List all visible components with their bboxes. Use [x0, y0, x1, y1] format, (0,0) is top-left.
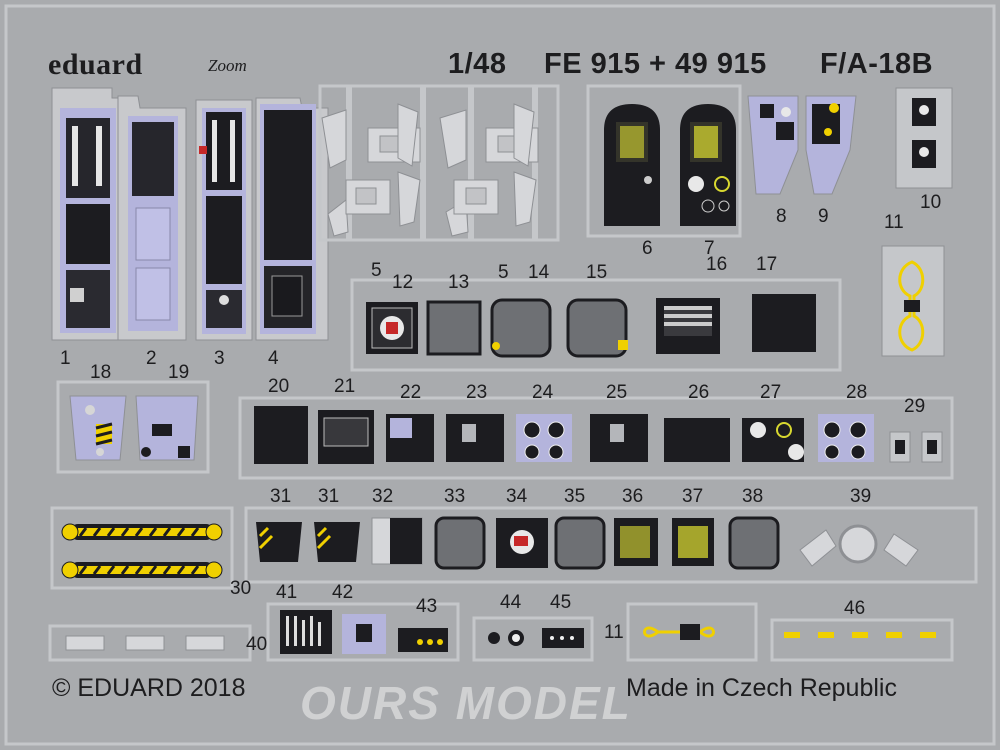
part-number: 13	[448, 272, 470, 293]
part-number: 32	[372, 486, 394, 507]
part-number: 4	[268, 348, 279, 369]
part-number: 26	[688, 382, 710, 403]
harness-11-upper	[881, 245, 945, 357]
part-number: 30	[230, 578, 252, 599]
eduard-logo: eduard	[48, 48, 143, 81]
part-number: 21	[334, 376, 356, 397]
panel-2	[117, 95, 187, 341]
part-number: 39	[850, 486, 872, 507]
part-number: 33	[444, 486, 466, 507]
part-number: 15	[586, 262, 608, 283]
panel-9	[805, 95, 857, 195]
part-number: 25	[606, 382, 628, 403]
part-number: 44	[500, 592, 522, 613]
part-number: 9	[818, 206, 829, 227]
part-number: 8	[776, 206, 787, 227]
part-number: 22	[400, 382, 422, 403]
row-40-46	[48, 602, 954, 662]
part-number: 41	[276, 582, 298, 603]
part-number: 5	[498, 262, 509, 283]
row-20-29	[238, 396, 954, 480]
part-number: 42	[332, 582, 354, 603]
part-number: 40	[246, 634, 268, 655]
part-number: 1	[60, 348, 71, 369]
part-number: 29	[904, 396, 926, 417]
origin-text: Made in Czech Republic	[626, 674, 897, 702]
scale-label: 1/48	[448, 48, 507, 80]
part-number: 37	[682, 486, 704, 507]
part-number: 24	[532, 382, 554, 403]
part-number: 27	[760, 382, 782, 403]
part-number: 38	[742, 486, 764, 507]
part-number: 6	[642, 238, 653, 259]
part-number: 45	[550, 592, 572, 613]
part-number: 46	[844, 598, 866, 619]
part-number: 12	[392, 272, 414, 293]
panel-1	[51, 87, 123, 341]
part-number: 11	[884, 212, 904, 233]
part-number: 17	[756, 254, 778, 275]
part-number: 3	[214, 348, 225, 369]
panel-4	[255, 97, 329, 341]
part-number: 5	[371, 260, 382, 281]
part-number: 28	[846, 382, 868, 403]
row-12-17	[350, 278, 842, 372]
strap-frames	[318, 84, 560, 242]
panel-7	[680, 104, 736, 226]
panel-3	[195, 99, 253, 341]
copyright-text: © EDUARD 2018	[52, 674, 246, 702]
part-number: 19	[168, 362, 190, 383]
panels-18-19	[56, 380, 210, 474]
set-code: FE 915 + 49 915	[544, 48, 767, 80]
part-number: 20	[268, 376, 290, 397]
straps-30	[50, 506, 234, 590]
row-31-39	[244, 506, 978, 584]
panel-8	[747, 95, 799, 195]
part-number: 2	[146, 348, 157, 369]
part-number: 11	[604, 622, 624, 643]
part-number: 34	[506, 486, 528, 507]
part-number: 14	[528, 262, 550, 283]
watermark-logo: OURS MODEL	[300, 677, 632, 729]
part-number: 16	[706, 254, 728, 275]
panel-10	[895, 87, 953, 189]
part-number: 31	[270, 486, 292, 507]
part-number: 7	[704, 238, 715, 259]
model-name: F/A-18B	[820, 48, 934, 80]
part-number: 36	[622, 486, 644, 507]
part-number: 35	[564, 486, 586, 507]
zoom-logo: Zoom	[208, 56, 247, 75]
part-number: 10	[920, 192, 942, 213]
part-number: 18	[90, 362, 112, 383]
part-number: 43	[416, 596, 438, 617]
panel-6	[586, 84, 742, 238]
part-number: 31	[318, 486, 340, 507]
part-number: 23	[466, 382, 488, 403]
